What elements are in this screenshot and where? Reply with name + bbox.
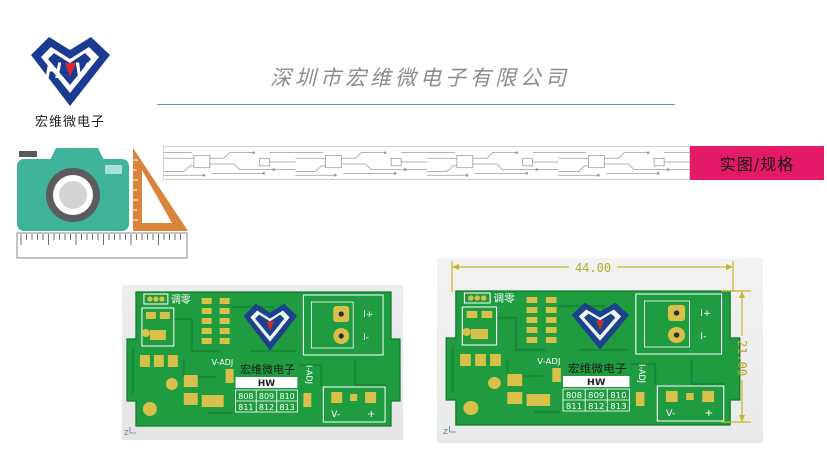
logo-letter-v: V — [74, 58, 91, 83]
pcb-artwork-spec: 调零 — [443, 288, 743, 436]
code-812: 812 — [259, 403, 274, 412]
terminal-i-minus: I- — [363, 333, 369, 343]
height-arrow-bottom — [739, 415, 745, 422]
code-808: 808 — [238, 392, 253, 401]
pcb-traces — [451, 304, 725, 414]
current-terminal — [302, 294, 384, 356]
i-adj-label: I-ADJ — [304, 365, 313, 384]
circuit-pattern-icon — [164, 147, 689, 179]
ruler-ticks — [20, 234, 181, 245]
logo-letter-h: H — [45, 58, 62, 83]
width-arrow-left — [452, 264, 459, 270]
solder-pads — [139, 329, 312, 416]
smd-pads — [526, 297, 557, 343]
pcb-artwork: 调零 — [443, 290, 741, 436]
width-dimension — [451, 261, 734, 292]
watermark-text: 宏维微电子 — [568, 361, 627, 375]
code-809: 809 — [588, 390, 604, 400]
dimension-overlay: 44.00 21.00 — [451, 261, 751, 423]
voltage-terminal — [656, 385, 725, 422]
code-813: 813 — [280, 403, 295, 412]
code-810: 810 — [610, 390, 626, 400]
pcb-logo-watermark — [243, 303, 298, 351]
terminal-i-minus: I- — [700, 331, 706, 342]
model-label: HW — [258, 379, 275, 389]
axis-indicator: Z — [443, 426, 456, 436]
axis-indicator: Z — [124, 427, 136, 437]
circuit-banner — [163, 146, 690, 180]
code-811: 811 — [566, 401, 582, 411]
terminal-v-minus: V- — [331, 410, 340, 420]
terminal-v-minus: V- — [666, 408, 675, 419]
pcb-logo-watermark — [571, 302, 630, 350]
solder-pads — [460, 328, 645, 415]
hv-logo-icon: H V — [31, 37, 110, 106]
height-arrow-top — [739, 291, 745, 298]
version-table: HW 808 809 810 811 812 813 — [235, 377, 298, 413]
model-label: HW — [587, 377, 606, 388]
voltage-terminal — [322, 386, 386, 423]
terminal-plus: + — [367, 409, 375, 420]
i-adj-label: I-ADJ — [637, 364, 647, 383]
terminal-i-plus: I+ — [700, 308, 711, 319]
width-label: 44.00 — [575, 261, 611, 275]
company-name: 深圳市宏维微电子有限公司 — [270, 66, 570, 90]
trimmer-pot — [461, 306, 498, 346]
code-809: 809 — [259, 392, 274, 401]
header-divider — [157, 104, 675, 105]
pot-header — [143, 293, 169, 305]
axis-label: Z — [443, 427, 448, 436]
code-810: 810 — [280, 392, 295, 401]
trimmer-pot — [141, 307, 175, 347]
version-table: HW 808 809 810 811 812 813 — [562, 376, 630, 412]
pot-label: 调零 — [171, 294, 191, 306]
axis-label: Z — [124, 429, 129, 437]
height-label: 21.00 — [735, 340, 749, 376]
watermark-text: 宏维微电子 — [240, 362, 295, 376]
width-arrow-right — [726, 264, 733, 270]
code-811: 811 — [238, 403, 253, 412]
terminal-i-plus: I+ — [363, 310, 373, 320]
pot-label: 调零 — [493, 293, 515, 305]
ruler-icon — [16, 232, 188, 259]
code-808: 808 — [566, 390, 582, 400]
camera-ruler-icon — [16, 148, 188, 259]
pot-header — [463, 292, 491, 304]
camera-icon — [17, 148, 129, 231]
smd-pads — [201, 298, 230, 344]
code-813: 813 — [610, 401, 626, 411]
set-square-icon — [133, 148, 188, 231]
logo-text: 宏维微电子 — [34, 115, 105, 130]
pcb-photo-front: 调零 — [122, 285, 403, 440]
code-812: 812 — [588, 401, 604, 411]
tab-photo-spec[interactable]: 实图/规格 — [690, 146, 824, 180]
pcb-artwork: 调零 — [124, 291, 401, 437]
v-adj-label: V-ADJ — [537, 356, 560, 366]
pcb-photo-spec: 调零 — [437, 258, 763, 443]
logo-red-mark — [65, 63, 76, 77]
terminal-plus: + — [704, 407, 713, 419]
current-terminal — [635, 293, 723, 355]
v-adj-label: V-ADJ — [212, 358, 234, 367]
